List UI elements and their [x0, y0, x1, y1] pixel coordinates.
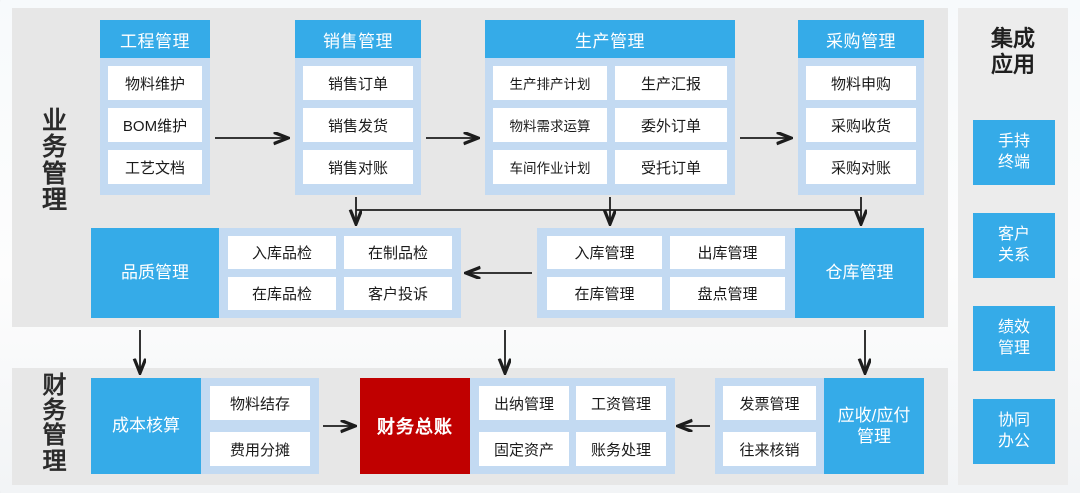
- cell-receivable-1[interactable]: 发票管理: [723, 386, 816, 420]
- business-label-char-2: 务: [41, 133, 68, 162]
- cell-purchasing-3[interactable]: 采购对账: [806, 150, 916, 184]
- integration-title-line2: 应用: [990, 52, 1035, 78]
- cell-cost-1[interactable]: 物料结存: [210, 386, 310, 420]
- finance-label-char-2: 务: [42, 397, 68, 425]
- business-label-char-4: 理: [41, 185, 68, 214]
- cell-sales-1[interactable]: 销售订单: [303, 66, 413, 100]
- group-cost-items: 物料结存 费用分摊: [201, 378, 319, 474]
- cell-production-r3[interactable]: 受托订单: [615, 150, 727, 184]
- integration-panel-title: 集成 应用: [958, 26, 1068, 79]
- group-receivable-items: 发票管理 往来核销: [715, 378, 824, 474]
- group-warehouse-items: 入库管理 出库管理 在库管理 盘点管理: [537, 228, 795, 318]
- cell-production-r1[interactable]: 生产汇报: [615, 66, 727, 100]
- group-quality-items: 入库品检 在制品检 在库品检 客户投诉: [219, 228, 461, 318]
- integration-app-handheld-terminal[interactable]: 手持 终端: [973, 120, 1055, 185]
- cell-production-l1[interactable]: 生产排产计划: [493, 66, 607, 100]
- cell-purchasing-1[interactable]: 物料申购: [806, 66, 916, 100]
- receivable-title-line1: 应收/应付: [837, 405, 911, 425]
- cell-production-l3[interactable]: 车间作业计划: [493, 150, 607, 184]
- integration-app-collaboration[interactable]: 协同 办公: [973, 399, 1055, 464]
- cell-warehouse-4[interactable]: 盘点管理: [670, 277, 785, 310]
- app-handheld-line1: 手持: [997, 133, 1030, 151]
- group-quality-label[interactable]: 品质管理: [91, 228, 219, 318]
- finance-label-char-4: 理: [42, 447, 68, 475]
- app-crm-line2: 关系: [997, 246, 1030, 264]
- finance-label-char-1: 财: [42, 372, 68, 399]
- receivable-title-line2: 管理: [857, 427, 891, 446]
- integration-title-line1: 集成: [990, 26, 1035, 51]
- integration-app-performance[interactable]: 绩效 管理: [973, 306, 1055, 371]
- cell-production-l2[interactable]: 物料需求运算: [493, 108, 607, 142]
- app-collab-line1: 协同: [997, 412, 1030, 430]
- card-purchasing-title: 采购管理: [798, 20, 924, 58]
- app-performance-line1: 绩效: [997, 319, 1030, 337]
- app-crm-line1: 客户: [997, 226, 1030, 244]
- cell-quality-2[interactable]: 在制品检: [344, 236, 452, 269]
- card-production[interactable]: 生产管理 生产排产计划 物料需求运算 车间作业计划 生产汇报 委外订单 受托订单: [485, 20, 735, 195]
- cell-production-r2[interactable]: 委外订单: [615, 108, 727, 142]
- cell-sales-2[interactable]: 销售发货: [303, 108, 413, 142]
- group-receivable-label[interactable]: 应收/应付 管理: [824, 378, 924, 474]
- cell-warehouse-2[interactable]: 出库管理: [670, 236, 785, 269]
- card-engineering[interactable]: 工程管理 物料维护 BOM维护 工艺文档: [100, 20, 210, 195]
- cell-ledger-2[interactable]: 工资管理: [576, 386, 666, 420]
- box-general-ledger[interactable]: 财务总账: [360, 378, 470, 474]
- group-warehouse-label[interactable]: 仓库管理: [795, 228, 924, 318]
- card-production-title: 生产管理: [485, 20, 735, 58]
- card-purchasing[interactable]: 采购管理 物料申购 采购收货 采购对账: [798, 20, 924, 195]
- cell-warehouse-1[interactable]: 入库管理: [547, 236, 662, 269]
- card-sales-title: 销售管理: [295, 20, 421, 58]
- business-label-char-1: 业: [41, 107, 68, 135]
- cell-engineering-2[interactable]: BOM维护: [108, 108, 202, 142]
- cell-ledger-1[interactable]: 出纳管理: [479, 386, 569, 420]
- business-label-char-3: 管: [41, 159, 68, 188]
- cell-engineering-1[interactable]: 物料维护: [108, 66, 202, 100]
- group-cost-label[interactable]: 成本核算: [91, 378, 201, 474]
- group-ledger-detail: 出纳管理 工资管理 固定资产 账务处理: [470, 378, 675, 474]
- cell-purchasing-2[interactable]: 采购收货: [806, 108, 916, 142]
- card-sales[interactable]: 销售管理 销售订单 销售发货 销售对账: [295, 20, 421, 195]
- card-engineering-title: 工程管理: [100, 20, 210, 58]
- app-collab-line2: 办公: [997, 432, 1030, 450]
- cell-quality-1[interactable]: 入库品检: [228, 236, 336, 269]
- business-panel-label: 业 务 管 理: [32, 108, 78, 213]
- finance-panel-label: 财 务 管 理: [32, 373, 78, 474]
- cell-quality-3[interactable]: 在库品检: [228, 277, 336, 310]
- cell-quality-4[interactable]: 客户投诉: [344, 277, 452, 310]
- cell-cost-2[interactable]: 费用分摊: [210, 432, 310, 466]
- cell-receivable-2[interactable]: 往来核销: [723, 432, 816, 466]
- app-performance-line2: 管理: [997, 339, 1030, 357]
- cell-engineering-3[interactable]: 工艺文档: [108, 150, 202, 184]
- cell-warehouse-3[interactable]: 在库管理: [547, 277, 662, 310]
- finance-label-char-3: 管: [42, 422, 68, 450]
- integration-app-customer-relations[interactable]: 客户 关系: [973, 213, 1055, 278]
- cell-sales-3[interactable]: 销售对账: [303, 150, 413, 184]
- app-handheld-line2: 终端: [997, 153, 1030, 171]
- cell-ledger-4[interactable]: 账务处理: [576, 432, 666, 466]
- cell-ledger-3[interactable]: 固定资产: [479, 432, 569, 466]
